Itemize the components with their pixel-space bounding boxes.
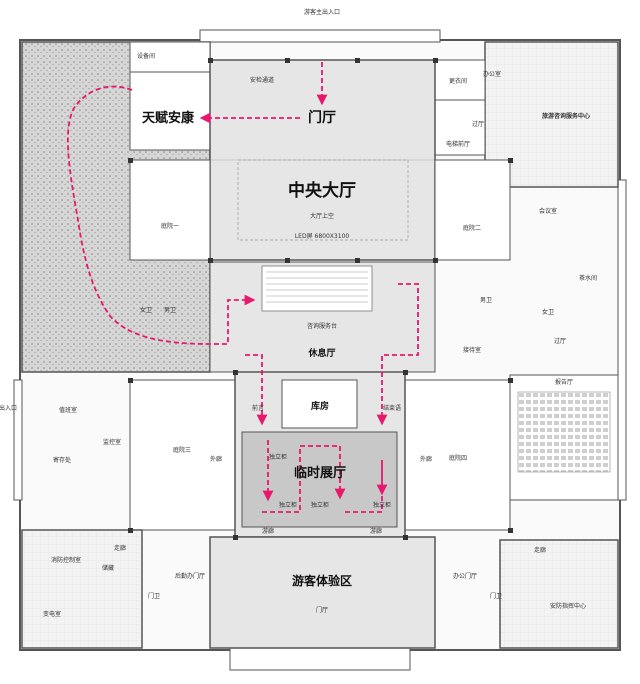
led-screen-label: LED屏 6800X3100: [295, 233, 349, 240]
route-garden-loop: [66, 85, 256, 345]
corridor-2-label: 过厅: [554, 337, 566, 345]
tourism-center-title: 旅游咨询服务中心: [541, 112, 590, 120]
office-label: 办公室: [483, 70, 501, 78]
visitor-experience-title: 游客体验区: [292, 573, 352, 588]
tianfu-title: 天赋安康: [142, 110, 195, 126]
east-gate-label: 办公门厅: [453, 572, 477, 580]
power-label: 变电室: [43, 610, 61, 618]
corridor-label: 过厅: [472, 120, 484, 128]
route-up-stair: [376, 283, 419, 426]
changing-label: 更衣间: [449, 77, 467, 85]
door-hall-title: 门厅: [308, 109, 336, 126]
lecture-hall: [509, 374, 619, 501]
reception-label: 接待室: [463, 346, 481, 354]
central-hall-title: 中央大厅: [288, 180, 356, 201]
atrium-3-label: 庭院三: [173, 446, 191, 454]
west-gate-label: 后勤办门厅: [175, 572, 205, 580]
main-entrance-label: 游客主出入口: [304, 8, 340, 16]
equipment-label: 设备间: [137, 52, 155, 60]
fire-control-label: 消防控制室: [51, 556, 81, 564]
south-blocks: [21, 529, 619, 649]
south-gallery-2-label: 游廊: [370, 527, 382, 535]
atrium-void-label: 大厅上空: [310, 212, 334, 220]
route-exhibit-loop: [262, 445, 346, 513]
ticket-desk-label: 咨询服务台: [307, 322, 337, 330]
south-gallery-label: 游廊: [262, 527, 274, 535]
east-corridor-label: 走廊: [534, 546, 546, 554]
temp-exhibition-title: 临时展厅: [294, 465, 346, 481]
columns: [128, 58, 513, 540]
monitor-label: 监控室: [103, 438, 121, 446]
route-down-left: [245, 354, 268, 426]
store-label: 储藏: [102, 564, 114, 572]
rest-hall-title: 休息厅: [307, 347, 335, 359]
storage-title: 库房: [311, 400, 329, 412]
visitor-gate-label: 门厅: [316, 606, 328, 614]
side-entrance-label: 出入口: [0, 404, 17, 412]
courtyards: [129, 159, 511, 531]
booth-3-label: 独立柜: [311, 501, 329, 509]
tea-label: 茶水间: [579, 274, 597, 282]
preface-label: 前言: [252, 404, 264, 412]
gate-office-2-label: 门卫: [490, 592, 502, 600]
atrium-2-label: 庭院二: [463, 224, 481, 232]
booth-1-label: 独立柜: [269, 453, 287, 461]
atrium-1-label: 庭院一: [161, 222, 179, 230]
booth-2-label: 独立柜: [279, 501, 297, 509]
labels: 游客主出入口 出入口 中央大厅 门厅 天赋安康 休息厅 库房 临时展厅 游客体验…: [0, 8, 597, 618]
duty-room-label: 值班室: [59, 406, 77, 414]
toilet-female-label: 女卫: [140, 306, 152, 314]
visitor-route: [66, 62, 419, 513]
outer-corridor-label: 外廊: [210, 455, 222, 463]
booth-4-label: 独立柜: [373, 501, 391, 509]
elevator-hall-label: 电梯前厅: [446, 140, 470, 148]
toilet-female-2-label: 女卫: [542, 308, 554, 316]
toilet-male-2-label: 男卫: [480, 297, 492, 304]
west-corridor-label: 走廊: [114, 544, 126, 552]
lecture-label: 报告厅: [555, 378, 573, 386]
meeting-label: 会议室: [539, 207, 557, 215]
outer-corridor-2-label: 外廊: [420, 455, 432, 463]
luggage-label: 寄存处: [53, 456, 71, 464]
ending-label: 结束语: [383, 404, 401, 412]
toilet-male-label: 男卫: [164, 307, 176, 314]
atrium-4-label: 庭院四: [449, 454, 467, 462]
central-hall-area: [209, 59, 436, 261]
security-center-label: 安防指挥中心: [550, 602, 586, 610]
rest-hall-area: [209, 261, 436, 373]
gate-office-label: 门卫: [148, 592, 160, 600]
security-label: 安检通道: [250, 76, 274, 84]
route-exhibit-right: [345, 460, 388, 513]
